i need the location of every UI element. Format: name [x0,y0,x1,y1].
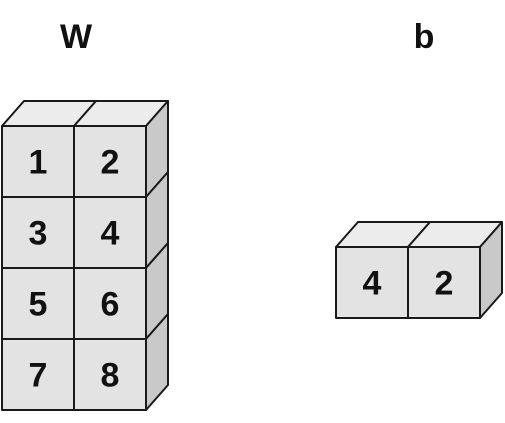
cube-front-face [335,246,409,319]
cube-value-label: 8 [101,357,120,395]
tensor-w-grid: 1 2 3 4 5 6 7 8 [1,100,169,411]
cube-value-label: 1 [29,144,48,182]
cube-front-face [73,338,147,411]
tensor-w-title: W [60,18,93,56]
cube-value-label: 3 [29,215,48,253]
cube-front-face [1,338,75,411]
cube-value-label: 2 [435,265,454,303]
cube-front-face [407,246,481,319]
cube-value-label: 6 [101,286,120,324]
cube-front-face [73,196,147,269]
cube-front-face [73,267,147,340]
tensor-b-title: b [414,18,435,56]
cube-value-label: 2 [101,144,120,182]
cube-value-label: 5 [29,286,48,324]
cube-value-label: 4 [101,215,120,253]
cube-value-label: 4 [363,265,382,303]
cube-front-face [1,267,75,340]
cube-value-label: 7 [29,357,48,395]
